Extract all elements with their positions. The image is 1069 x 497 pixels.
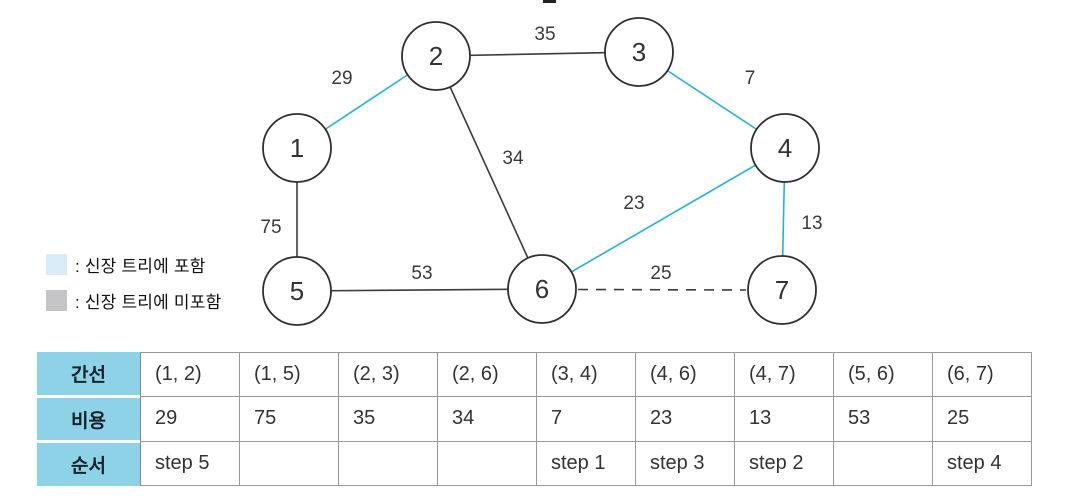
cell-edge-5-6: (5, 6)	[833, 351, 933, 398]
edge-selection-table: 간선 비용 순서 (1, 2) (1, 5) (2, 3) (2, 6) (3,…	[37, 351, 1032, 487]
legend-item-excluded: : 신장 트리에 미포함	[46, 288, 221, 312]
table-row-headers: 간선 비용 순서	[37, 352, 140, 487]
cell-cost-4-6: 23	[635, 396, 735, 442]
node-2-label: 2	[429, 41, 443, 71]
node-2: 2	[401, 21, 471, 91]
cell-cost-2-6: 34	[437, 396, 537, 442]
cell-step-4-6: step 3	[635, 440, 735, 487]
cell-step-2-6	[437, 440, 537, 487]
cell-cost-6-7: 25	[932, 396, 1032, 442]
cell-edge-1-5: (1, 5)	[239, 351, 339, 398]
edge-weight-2-6: 34	[502, 148, 524, 169]
node-7-label: 7	[775, 275, 789, 305]
cell-cost-2-3: 35	[338, 396, 438, 442]
node-6-label: 6	[535, 274, 549, 304]
cell-step-2-3	[338, 440, 438, 487]
edge-weight-2-3: 35	[534, 24, 555, 45]
cell-cost-1-2: 29	[140, 396, 240, 442]
edge-6-7	[577, 288, 747, 291]
cell-cost-5-6: 53	[833, 396, 933, 442]
edge-weight-1-5: 75	[260, 217, 281, 238]
edge-2-6	[435, 55, 543, 290]
legend-item-included: : 신장 트리에 포함	[46, 252, 221, 276]
node-3: 3	[604, 17, 674, 87]
cell-edge-2-6: (2, 6)	[437, 351, 537, 398]
table-row-costs: 29 75 35 34 7 23 13 53 25	[140, 396, 1032, 442]
edge-weight-5-6: 53	[411, 263, 432, 284]
row-header-order: 순서	[37, 443, 140, 487]
graph-diagram: 29 75 35 34 7 23 13 53 25 1 2 3 4 5	[260, 0, 823, 326]
node-1-label: 1	[290, 133, 304, 163]
crop-artifact	[543, 0, 556, 3]
legend: : 신장 트리에 포함 : 신장 트리에 미포함	[46, 252, 221, 324]
node-6: 6	[507, 254, 577, 324]
cell-edge-1-2: (1, 2)	[140, 351, 240, 398]
cell-edge-4-6: (4, 6)	[635, 351, 735, 398]
cell-cost-3-4: 7	[536, 396, 636, 442]
cell-step-3-4: step 1	[536, 440, 636, 487]
edge-weight-4-7: 13	[801, 213, 822, 234]
cell-cost-4-7: 13	[734, 396, 834, 442]
edge-5-6	[296, 288, 543, 292]
legend-label-included: : 신장 트리에 포함	[75, 256, 206, 276]
cell-edge-6-7: (6, 7)	[932, 351, 1032, 398]
edge-weight-4-6: 23	[623, 193, 644, 214]
table-row-steps: step 5 step 1 step 3 step 2 step 4	[140, 440, 1032, 487]
cell-step-1-5	[239, 440, 339, 487]
legend-swatch-included-icon	[46, 253, 67, 275]
table-row-edges: (1, 2) (1, 5) (2, 3) (2, 6) (3, 4) (4, 6…	[140, 351, 1032, 398]
cell-edge-4-7: (4, 7)	[734, 351, 834, 398]
cell-step-1-2: step 5	[140, 440, 240, 487]
legend-label-excluded: : 신장 트리에 미포함	[75, 292, 222, 312]
edge-weight-3-4: 7	[745, 68, 756, 89]
node-7: 7	[747, 255, 817, 325]
edge-weight-1-2: 29	[331, 68, 352, 89]
node-4-label: 4	[778, 133, 792, 163]
row-header-cost: 비용	[37, 397, 140, 441]
node-4: 4	[750, 113, 820, 183]
row-header-edge: 간선	[37, 352, 140, 395]
cell-edge-2-3: (2, 3)	[338, 351, 438, 398]
node-1: 1	[262, 113, 332, 183]
edge-weight-6-7: 25	[650, 263, 671, 284]
legend-swatch-excluded-icon	[46, 289, 67, 311]
node-5: 5	[262, 256, 332, 326]
cell-cost-1-5: 75	[239, 396, 339, 442]
cell-step-4-7: step 2	[734, 440, 834, 487]
edge-4-6	[541, 147, 786, 290]
cell-step-6-7: step 4	[932, 440, 1032, 487]
node-5-label: 5	[290, 276, 304, 306]
node-3-label: 3	[632, 37, 646, 67]
table-data-grid: (1, 2) (1, 5) (2, 3) (2, 6) (3, 4) (4, 6…	[140, 351, 1032, 487]
cell-edge-3-4: (3, 4)	[536, 351, 636, 398]
cell-step-5-6	[833, 440, 933, 487]
